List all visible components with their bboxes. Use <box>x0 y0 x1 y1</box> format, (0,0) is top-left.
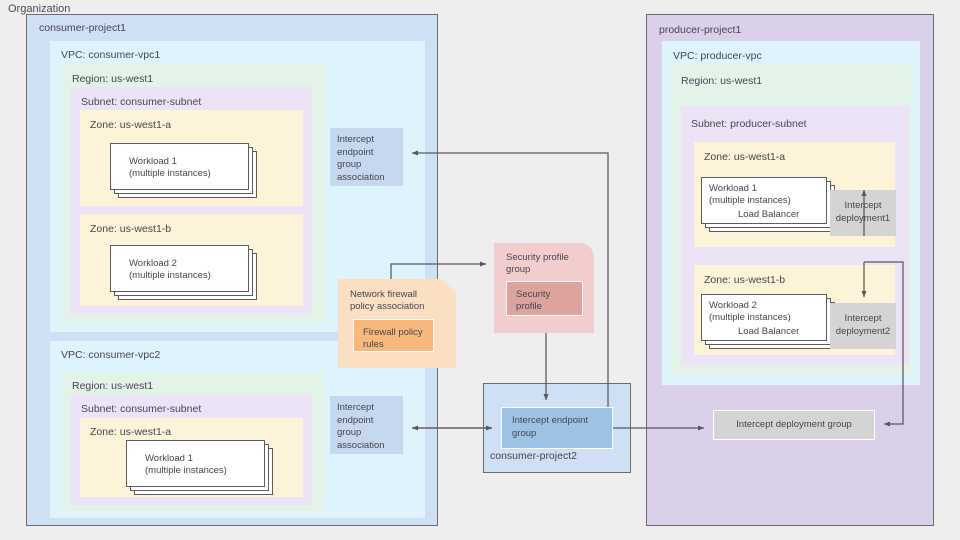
workload-label: Workload 1 (multiple instances) <box>709 183 791 207</box>
organization-label: Organization <box>8 3 71 15</box>
workload-card-front: Workload 1 (multiple instances) <box>110 143 249 190</box>
association-top-label: Intercept endpoint group association <box>337 134 385 183</box>
producer-zone-b-title: Zone: us-west1-b <box>704 274 786 286</box>
intercept-deployment1[interactable]: Intercept deployment1 <box>830 190 896 236</box>
consumer-project1-title: consumer-project1 <box>39 22 126 34</box>
consumer-vpc1-zone-a-workload-stack: Workload 1 (multiple instances) <box>110 143 258 199</box>
workload-card-front: Workload 1 (multiple instances) <box>126 440 265 487</box>
consumer-vpc1-zone-b-title: Zone: us-west1-b <box>90 223 172 235</box>
workload-label: Workload 1 (multiple instances) <box>129 156 211 180</box>
intercept-deployment-group-label: Intercept deployment group <box>736 418 852 430</box>
workload-card-front: Workload 2 (multiple instances) Load Bal… <box>701 294 827 341</box>
security-profile[interactable]: Security profile <box>506 281 583 316</box>
security-group-title: Security profile group <box>506 252 569 276</box>
consumer-project2-title: consumer-project2 <box>490 450 577 462</box>
consumer-vpc2-title: VPC: consumer-vpc2 <box>61 349 161 361</box>
security-profile-label: Security profile <box>516 289 551 313</box>
firewall-title: Network firewall policy association <box>350 289 425 313</box>
producer-project1-title: producer-project1 <box>659 24 742 36</box>
load-balancer-label: Load Balancer <box>738 209 800 220</box>
workload-card-front: Workload 1 (multiple instances) Load Bal… <box>701 177 827 224</box>
consumer-vpc1-zone-b-workload-stack: Workload 2 (multiple instances) <box>110 245 258 301</box>
workload-label: Workload 2 (multiple instances) <box>129 258 211 282</box>
workload-card-front: Workload 2 (multiple instances) <box>110 245 249 292</box>
intercept-deployment2[interactable]: Intercept deployment2 <box>830 303 896 349</box>
association-bottom-label: Intercept endpoint group association <box>337 402 385 451</box>
producer-subnet-title: Subnet: producer-subnet <box>691 118 807 130</box>
load-balancer-label: Load Balancer <box>738 326 800 337</box>
intercept-endpoint-group[interactable]: Intercept endpoint group <box>501 407 613 449</box>
workload-label: Workload 1 (multiple instances) <box>145 453 227 477</box>
producer-zone-b-workload-stack: Workload 2 (multiple instances) Load Bal… <box>701 294 836 350</box>
consumer-vpc1-zone-a-title: Zone: us-west1-a <box>90 119 172 131</box>
consumer-vpc2-zone-a-workload-stack: Workload 1 (multiple instances) <box>126 440 274 496</box>
intercept-endpoint-group-label: Intercept endpoint group <box>512 415 589 439</box>
intercept-deployment-group[interactable]: Intercept deployment group <box>713 410 875 440</box>
producer-region-title: Region: us-west1 <box>681 75 763 87</box>
intercept-deployment1-label: Intercept deployment1 <box>835 200 891 224</box>
intercept-endpoint-group-association-top[interactable]: Intercept endpoint group association <box>330 128 403 186</box>
producer-zone-a-title: Zone: us-west1-a <box>704 151 786 163</box>
consumer-vpc1-title: VPC: consumer-vpc1 <box>61 49 161 61</box>
consumer-vpc2-region-title: Region: us-west1 <box>72 380 154 392</box>
producer-vpc-title: VPC: producer-vpc <box>673 50 762 62</box>
consumer-vpc1-subnet-title: Subnet: consumer-subnet <box>81 96 202 108</box>
consumer-vpc2-subnet-title: Subnet: consumer-subnet <box>81 403 202 415</box>
consumer-vpc1-region-title: Region: us-west1 <box>72 73 154 85</box>
workload-label: Workload 2 (multiple instances) <box>709 300 791 324</box>
producer-zone-a-workload-stack: Workload 1 (multiple instances) Load Bal… <box>701 177 836 233</box>
intercept-endpoint-group-association-bottom[interactable]: Intercept endpoint group association <box>330 396 403 454</box>
intercept-deployment2-label: Intercept deployment2 <box>835 313 891 337</box>
firewall-rules-label: Firewall policy rules <box>363 327 423 351</box>
consumer-vpc2-zone-a-title: Zone: us-west1-a <box>90 426 172 438</box>
firewall-policy-rules[interactable]: Firewall policy rules <box>353 319 434 352</box>
